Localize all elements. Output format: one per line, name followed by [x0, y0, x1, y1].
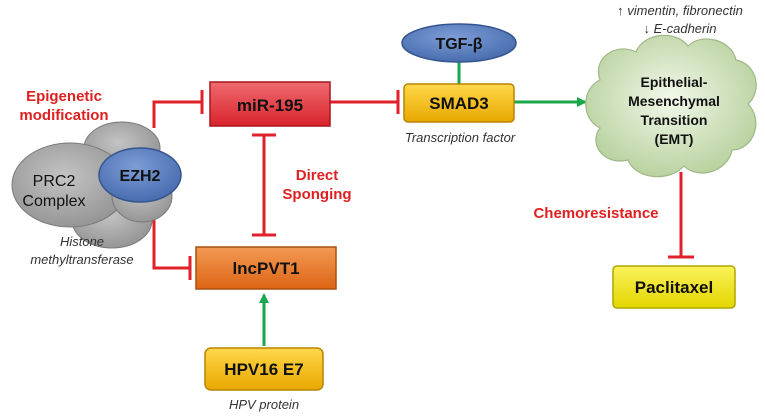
inhibit-line-prc2-lncpvt1: [152, 220, 190, 270]
ezh2-label: EZH2: [120, 168, 161, 185]
tgfb-label: TGF-β: [435, 36, 482, 53]
transcription-factor-label: Transcription factor: [405, 130, 516, 145]
direct-sponging-label-1: Direct: [296, 167, 339, 184]
node-mir195: miR-195: [209, 81, 331, 127]
node-prc2-complex: PRC2 Complex: [11, 121, 173, 249]
hpv-protein-label: HPV protein: [229, 397, 299, 412]
node-tgfb: TGF-β: [401, 23, 517, 63]
inhibit-line-prc2-mir195: [152, 100, 202, 128]
emt-line-1: Epithelial-: [641, 74, 708, 90]
emt-line-2: Mesenchymal: [628, 93, 720, 109]
node-ezh2: EZH2: [98, 147, 182, 203]
mir195-label: miR-195: [237, 96, 303, 115]
histone-label-2: methyltransferase: [30, 252, 133, 267]
lncpvt1-label: lncPVT1: [232, 259, 299, 278]
vimentin-label: ↑ vimentin, fibronectin: [617, 3, 743, 18]
epigenetic-label-2: modification: [19, 107, 108, 124]
direct-sponging-label-2: Sponging: [282, 186, 351, 203]
smad3-label: SMAD3: [429, 94, 489, 113]
prc2-line-2: Complex: [22, 193, 85, 210]
node-paclitaxel: Paclitaxel: [612, 265, 736, 309]
ecadherin-label: ↓ E-cadherin: [644, 21, 717, 36]
hpv16e7-label: HPV16 E7: [224, 360, 303, 379]
prc2-line-1: PRC2: [33, 173, 76, 190]
histone-label-1: Histone: [60, 234, 104, 249]
epigenetic-label-1: Epigenetic: [26, 88, 102, 105]
chemoresistance-label: Chemoresistance: [533, 205, 658, 222]
node-smad3: SMAD3: [403, 83, 515, 123]
emt-line-4: (EMT): [655, 131, 694, 147]
node-emt-cloud: Epithelial- Mesenchymal Transition (EMT): [585, 34, 757, 178]
node-lncpvt1: lncPVT1: [195, 246, 337, 290]
emt-line-3: Transition: [641, 112, 708, 128]
node-hpv16e7: HPV16 E7: [204, 347, 324, 391]
paclitaxel-label: Paclitaxel: [635, 278, 713, 297]
